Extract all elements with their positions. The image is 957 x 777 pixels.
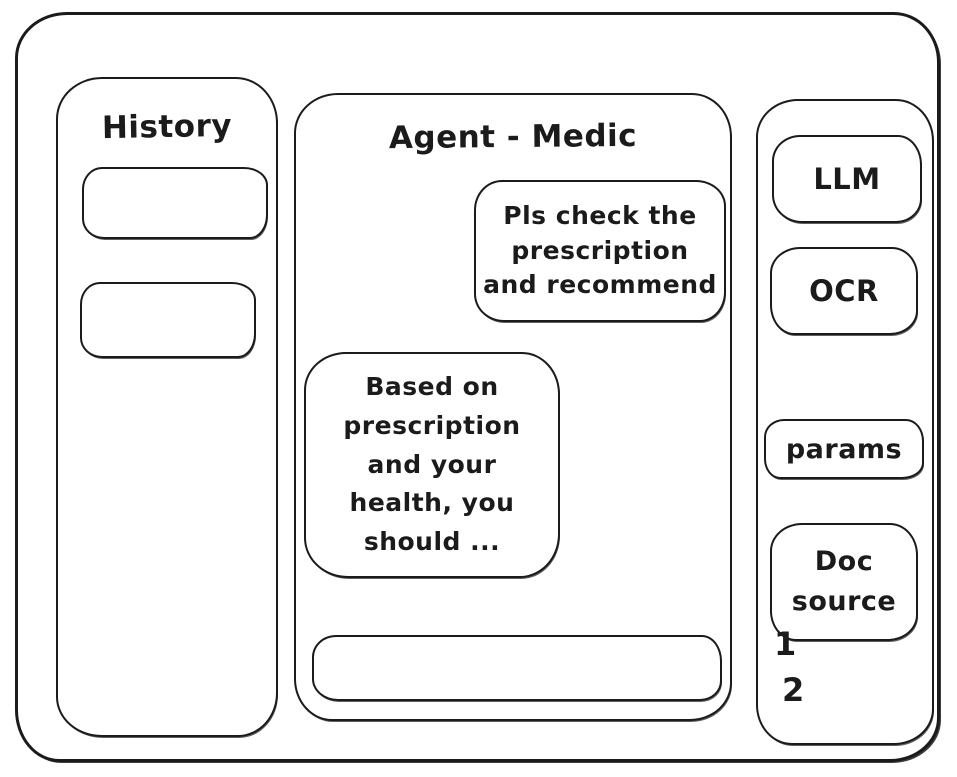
tools-sidebar: LLM OCR params Doc source 1 2 [756,99,934,745]
chat-title: Agent - Medic [388,117,638,157]
history-item[interactable] [82,167,268,239]
user-message-bubble: Pls check the prescription and recommend [474,180,726,322]
chat-panel: Agent - Medic Pls check the prescription… [294,93,732,721]
app-frame: History Agent - Medic Pls check the pres… [15,12,940,762]
doc-source-button[interactable]: Doc source [770,523,918,641]
assistant-message-bubble: Based on prescription and your health, y… [304,352,560,578]
history-item[interactable] [80,282,256,358]
doc-source-number-1: 1 [774,625,797,663]
doc-source-number-2: 2 [782,671,805,709]
ocr-button[interactable]: OCR [770,247,918,335]
llm-button[interactable]: LLM [772,135,922,223]
params-button[interactable]: params [764,419,924,479]
chat-input[interactable] [312,635,722,701]
history-title: History [101,107,233,147]
history-sidebar: History [56,77,278,737]
